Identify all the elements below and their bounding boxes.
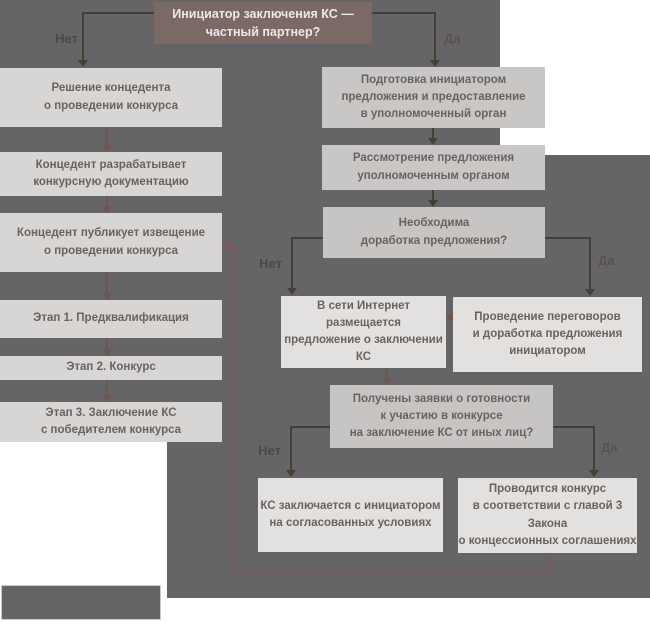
edge-root-right-horizontal	[372, 12, 435, 14]
edge-da2-vertical	[589, 237, 591, 289]
edge-label-net3: Нет	[258, 443, 281, 458]
arrowhead-da1-icon	[430, 60, 440, 67]
arrowhead-right-1-icon	[428, 138, 438, 145]
edge-net3-horizontal	[291, 426, 330, 428]
arrowhead-left-4-icon	[102, 349, 112, 356]
node-izveshchenie: Концедент публикует извещение о проведен…	[0, 213, 222, 272]
node-razrabotka: Концедент разрабатывает конкурсную докум…	[0, 152, 222, 196]
node-zayavki-question: Получены заявки о готовности к участию в…	[330, 385, 553, 448]
arrowhead-peregovory-to-internet-icon	[445, 312, 453, 322]
edge-net2-vertical	[291, 237, 293, 288]
node-rassmotrenie: Рассмотрение предложения уполномоченным …	[322, 145, 545, 190]
edge-label-da1: Да	[444, 31, 461, 46]
edge-da3-vertical	[593, 426, 595, 470]
loop-horizontal-into-izveshchenie	[229, 244, 234, 246]
edge-root-left-horizontal	[83, 12, 154, 14]
connector-internet-to-zayavki	[386, 368, 388, 378]
edge-da3-horizontal	[553, 426, 595, 428]
edge-label-da2: Да	[598, 253, 615, 268]
connector-left-5	[106, 380, 108, 395]
arrowhead-loop-icon	[222, 240, 230, 250]
loop-horizontal-bottom	[232, 570, 552, 572]
node-etap3: Этап 3. Заключение КС с победителем конк…	[0, 402, 222, 442]
node-etap1: Этап 1. Предквалификация	[0, 300, 222, 338]
arrowhead-net3-icon	[286, 470, 296, 477]
node-peregovory: Проведение переговоров и доработка предл…	[453, 297, 642, 372]
connector-left-2	[106, 196, 108, 206]
arrowhead-left-1-icon	[102, 145, 112, 152]
arrowhead-da2-icon	[585, 289, 595, 296]
node-root-question: Инициатор заключения КС — частный партне…	[154, 2, 372, 44]
arrowhead-left-5-icon	[102, 395, 112, 402]
node-dorabotka-question: Необходима доработка предложения?	[323, 207, 545, 258]
node-reshenie: Решение концедента о проведении конкурса	[0, 68, 222, 127]
connector-left-4	[106, 338, 108, 349]
background-block-bottom-left	[1, 585, 161, 620]
node-podgotovka: Подготовка инициатором предложения и пре…	[322, 67, 545, 128]
arrowhead-left-2-icon	[102, 206, 112, 213]
node-ks-initiator: КС заключается с инициатором на согласов…	[258, 478, 443, 552]
edge-net1-vertical	[82, 12, 84, 60]
arrowhead-internet-to-zayavki-icon	[382, 378, 392, 385]
connector-left-1	[106, 127, 108, 145]
edge-da2-horizontal	[545, 237, 591, 239]
loop-vertical-left	[232, 245, 234, 572]
arrowhead-da3-icon	[589, 470, 599, 477]
node-etap2: Этап 2. Конкурс	[0, 356, 222, 380]
node-internet: В сети Интернет размещается предложение …	[281, 296, 446, 368]
connector-right-1	[432, 128, 434, 138]
connector-right-2	[432, 190, 434, 200]
edge-net3-vertical	[290, 426, 292, 470]
connector-left-3	[106, 272, 108, 293]
edge-label-da3: Да	[601, 440, 618, 455]
edge-label-net2: Нет	[259, 256, 282, 271]
arrowhead-net1-icon	[78, 60, 88, 67]
edge-da1-vertical	[434, 12, 436, 60]
node-konkurs-gl3: Проводится конкурс в соответствии с глав…	[458, 478, 637, 553]
edge-net2-horizontal	[292, 237, 323, 239]
arrowhead-right-2-icon	[428, 200, 438, 207]
arrowhead-left-3-icon	[102, 293, 112, 300]
arrowhead-net2-icon	[287, 288, 297, 295]
loop-vertical-from-konkurs	[550, 553, 552, 572]
edge-label-net1: Нет	[55, 31, 78, 46]
